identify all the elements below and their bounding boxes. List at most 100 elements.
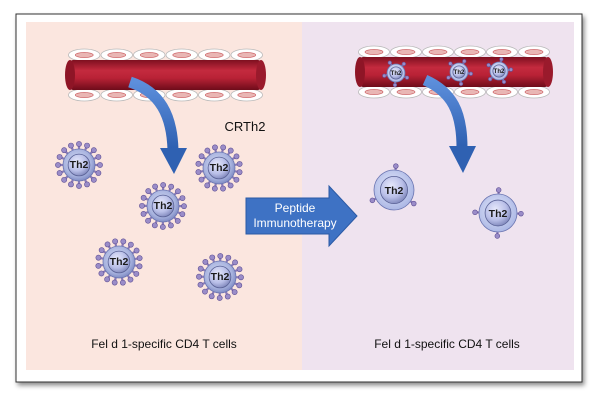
th2-label: Th2 [211,271,230,283]
crth2-receptor-tip [68,143,73,148]
crth2-receptor-tip [488,77,492,81]
crth2-receptor-tip [473,210,478,215]
crth2-receptor-tip [99,271,104,276]
crth2-receptor-tip [84,182,89,187]
crth2-receptor-tip [202,289,207,294]
th2-label: Th2 [154,200,173,212]
crth2-receptor-tip [153,184,158,189]
crth2-receptor-tip [221,145,226,150]
crth2-receptor-tip [411,201,416,206]
crth2-receptor-tip [212,186,217,191]
endothelial-cell [455,86,486,98]
endothelial-cell [391,46,422,58]
crth2-receptor-tip [495,234,500,239]
crth2-receptor-tip [120,280,125,285]
right-vessel-end-cap [355,57,365,87]
endothelial-cell [166,49,198,61]
crth2-receptor-tip [141,195,146,200]
arrow-label-line1: Peptide [275,201,316,215]
th2-cell: Th2 [196,253,243,300]
crth2-receptor-tip [105,242,110,247]
crth2-receptor-tip [180,196,185,201]
crth2-receptor-tip [393,83,397,87]
crth2-receptor-tip [502,80,506,84]
right-vessel-end-cap [543,57,553,87]
endothelial-cell [231,89,263,101]
left-vessel-end-cap [256,60,266,90]
crth2-receptor-tip [469,72,473,76]
th2-label: Th2 [494,69,505,75]
crth2-receptor-tip [210,255,215,260]
crth2-receptor-tip [393,164,398,169]
crth2-receptor-tip [55,162,60,167]
crth2-receptor-tip [175,189,180,194]
crth2-receptor-tip [146,188,151,193]
crth2-receptor-tip [196,274,201,279]
crth2-receptor-tip [139,203,144,208]
crth2-receptor-tip [160,224,165,229]
endothelial-cell [391,86,422,98]
crth2-receptor-tip [180,212,185,217]
endothelial-cell [359,86,390,98]
crth2-receptor-tip [388,61,392,65]
th2-label: Th2 [110,256,129,268]
endothelial-cell [134,49,166,61]
arrow-label-line2: Immunotherapy [253,216,336,230]
crth2-receptor-tip [370,198,375,203]
crth2-receptor-tip [519,211,524,216]
crth2-receptor-tip [196,169,201,174]
crth2-receptor-tip [509,68,513,72]
endothelial-cell [519,86,550,98]
crth2-receptor-tip [57,170,62,175]
right-caption: Fel d 1-specific CD4 T cells [374,337,520,351]
endothelial-cell [359,46,390,58]
endothelial-cell [69,49,101,61]
crth2-receptor-tip [449,62,453,66]
endothelial-cell [519,46,550,58]
crth2-receptor-tip [234,177,239,182]
th2-label: Th2 [385,185,404,197]
crth2-receptor-tip [175,218,180,223]
crth2-receptor-tip [405,76,409,80]
crth2-receptor-tip [383,74,387,78]
crth2-receptor-tip [232,289,237,294]
crth2-receptor-tip [234,154,239,159]
crth2-receptor-tip [500,57,504,61]
crth2-receptor-tip [141,211,146,216]
th2-label: Th2 [391,71,402,77]
crth2-receptor-tip [62,148,67,153]
crth2-receptor-tip [237,170,242,175]
crth2-receptor-tip [237,283,242,288]
crth2-receptor-tip [203,259,208,264]
crth2-receptor-tip [205,183,210,188]
crth2-receptor-tip [62,177,67,182]
crth2-receptor-tip [168,223,173,228]
crth2-receptor-tip [145,218,150,223]
crth2-receptor-tip [134,271,139,276]
crth2-receptor-tip [212,145,217,150]
crth2-receptor-tip [105,277,110,282]
crth2-receptor-tip [96,263,101,268]
endothelial-cell [487,46,518,58]
endothelial-cell [166,89,198,101]
th2-label: Th2 [454,70,465,76]
endothelial-cell [231,49,263,61]
crth2-receptor-tip [112,280,117,285]
crth2-receptor-tip [463,59,467,63]
crth2-receptor-tip [169,184,174,189]
crth2-receptor-tip [228,183,233,188]
endothelial-cell [101,89,133,101]
th2-cell: Th2 [139,182,186,229]
endothelial-cell [101,49,133,61]
crth2-receptor-tip [76,141,81,146]
crth2-receptor-tip [218,253,223,258]
crth2-receptor-tip [232,260,237,265]
crth2-receptor-tip [96,170,101,175]
crth2-label: CRTh2 [225,119,266,134]
crth2-receptor-tip [487,63,491,67]
crth2-receptor-tip [152,223,157,228]
crth2-receptor-tip [447,76,451,80]
crth2-receptor-tip [137,256,142,261]
crth2-receptor-tip [113,239,118,244]
crth2-receptor-tip [199,154,204,159]
